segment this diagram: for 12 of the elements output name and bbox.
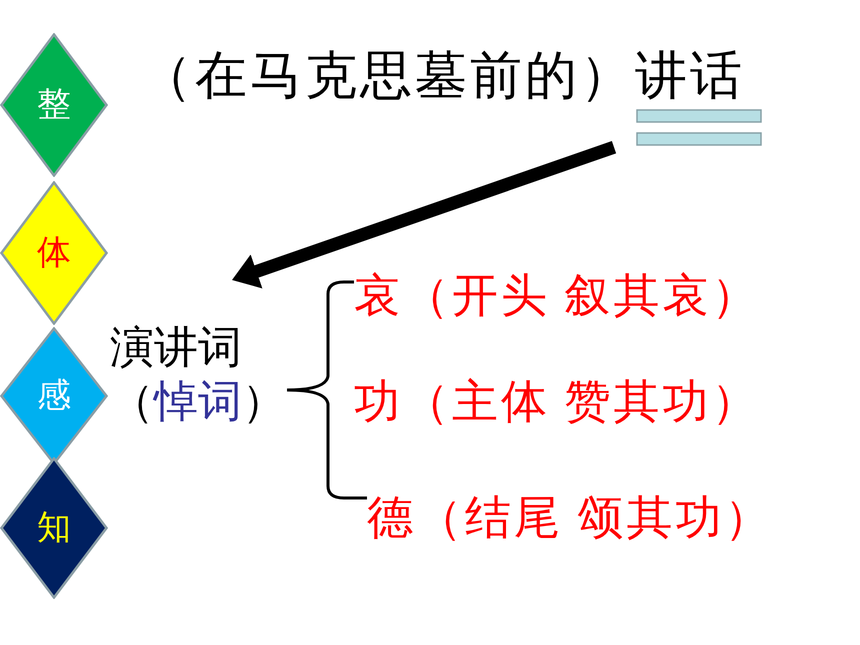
topic-sublabel: （悼词）	[110, 378, 286, 427]
arrow	[232, 141, 616, 288]
branch-text: 德（结尾 颂其功）	[367, 493, 774, 544]
heading-text: （在马克思墓前的）讲话	[140, 48, 745, 106]
branch-text: 功（主体 赞其功）	[354, 377, 760, 428]
diamond-label: 整	[37, 86, 71, 124]
diamond-label: 体	[37, 234, 71, 272]
brace-line	[286, 388, 367, 500]
diamond-label: 知	[37, 509, 71, 547]
topic-label: 演讲词	[110, 324, 242, 372]
diamond-label: 感	[37, 377, 71, 415]
branch-text: 哀（开头 叙其哀）	[354, 271, 760, 322]
